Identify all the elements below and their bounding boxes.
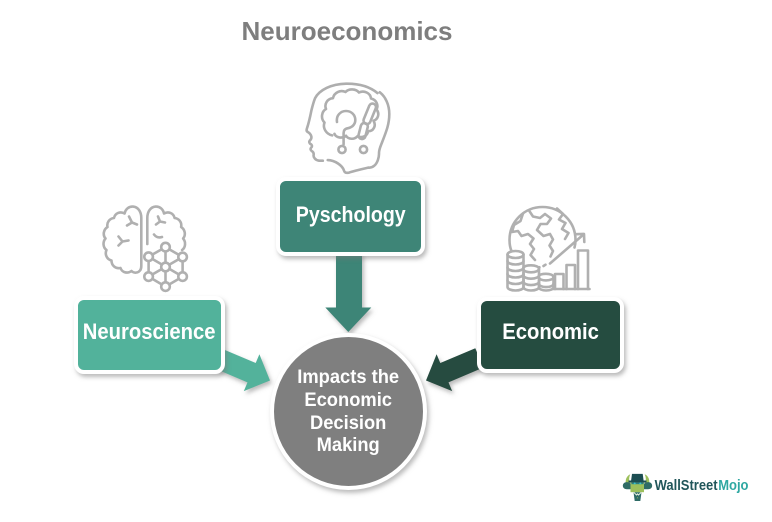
svg-text:WallStreet: WallStreet	[655, 477, 718, 494]
svg-text:Mojo: Mojo	[718, 477, 748, 494]
